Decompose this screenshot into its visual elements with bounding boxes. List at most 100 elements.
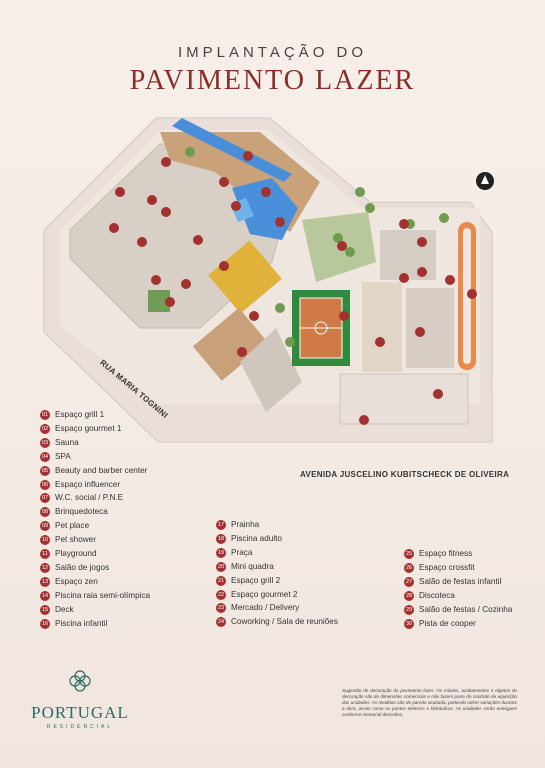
legend-label: Espaço grill 1 (55, 410, 105, 419)
brand-subtitle: RESIDENCIAL (46, 724, 114, 730)
legend-number-badge: 17 (216, 520, 226, 530)
legend-item: 04 SPA (40, 451, 71, 463)
legend-label: Salão de jogos (55, 562, 110, 572)
brand-name: PORTUGAL (31, 703, 129, 722)
legend-number-badge: 04 (40, 451, 50, 462)
southwest-block (240, 328, 302, 412)
legend-label: Salão de festas infantil (419, 576, 502, 586)
legend-label: Brinquedoteca (55, 507, 108, 517)
court-circle (314, 321, 328, 335)
legend-number-badge: 23 (216, 603, 226, 614)
legend-number-badge: 02 (40, 423, 50, 434)
market-block (362, 282, 402, 372)
legend-number-badge: 14 (40, 590, 50, 601)
fitness-block (406, 288, 454, 368)
legend-number-badge: 24 (216, 617, 226, 628)
legend-number-badge: 22 (216, 589, 226, 600)
legend-item: 03 Sauna (40, 437, 79, 449)
legend-label: Prainha (231, 520, 260, 529)
legend-number-badge: 05 (40, 465, 50, 476)
legend-item: 17 Prainha (216, 519, 259, 531)
legend-item: 22 Espaço gourmet 2 (216, 589, 297, 601)
legend-label: Espaço gourmet 2 (231, 589, 298, 599)
legend-item: 12 Salão de jogos (40, 562, 109, 574)
legend-label: Discoteca (419, 590, 455, 600)
legend-number-badge: 12 (40, 562, 50, 573)
legend-number-badge: 28 (404, 590, 414, 601)
legend-number-badge: 18 (216, 533, 226, 544)
legend-item: 29 Salão de festas / Cozinha (404, 604, 512, 616)
playground (208, 240, 282, 314)
legend-item: 14 Piscina raia semi-olímpica (40, 590, 150, 602)
legend-number-badge: 10 (40, 535, 50, 546)
title-line-2: PAVIMENTO LAZER (129, 65, 416, 96)
legend-label: Pista de cooper (419, 618, 476, 628)
legend-item: 13 Espaço zen (40, 576, 98, 588)
page-header: IMPLANTAÇÃO DO PAVIMENTO LAZER (0, 44, 545, 97)
legend-number-badge: 06 (40, 479, 50, 490)
legend-number-badge: 08 (40, 507, 50, 518)
title-line-1: IMPLANTAÇÃO DO (177, 44, 368, 61)
legend-number-badge: 27 (404, 576, 414, 587)
legend-label: Espaço zen (55, 576, 98, 586)
legend-label: Beauty and barber center (55, 465, 148, 475)
legend-item: 24 Coworking / Sala de reuniões (216, 616, 338, 628)
legend-label: Coworking / Sala de reuniões (231, 617, 338, 627)
legend-item: 08 Brinquedoteca (40, 506, 108, 518)
legend-number-badge: 25 (404, 549, 414, 559)
legend-label: Deck (55, 604, 74, 614)
site-plan (43, 117, 493, 443)
legend-number-badge: 03 (40, 437, 50, 448)
legend-label: Pet place (55, 521, 90, 531)
map-markers (109, 151, 477, 425)
legend-label: SPA (55, 451, 71, 461)
legend-label: Espaço gourmet 1 (55, 423, 122, 433)
legend-item: 09 Pet place (40, 520, 89, 532)
cooper-track-inner (463, 228, 471, 364)
disclaimer-text: Sugestão de decoração do pavimento lazer… (342, 688, 517, 717)
legend-label: Piscina raia semi-olímpica (55, 590, 151, 600)
games-room (192, 307, 268, 381)
legend-number-badge: 16 (40, 618, 50, 629)
legend-label: Espaço grill 2 (231, 575, 281, 585)
legend-item: 21 Espaço grill 2 (216, 575, 280, 587)
legend-number-badge: 19 (216, 547, 226, 558)
legend-item: 28 Discoteca (404, 590, 455, 602)
legend-label: Salão de festas / Cozinha (419, 604, 513, 614)
legend-label: Espaço crossfit (419, 562, 475, 572)
legend-label: Sauna (55, 437, 79, 447)
legend-number-badge: 11 (40, 549, 50, 559)
legend-label: Piscina adulto (231, 533, 282, 543)
legend-item: 05 Beauty and barber center (40, 465, 147, 477)
legend-label: Playground (55, 549, 97, 558)
legend-label: W.C. social / P.N.E (55, 493, 124, 503)
legend-item: 30 Pista de cooper (404, 618, 476, 630)
legend-label: Espaço influencer (55, 479, 121, 489)
north-arrow-icon (476, 172, 494, 190)
legend-number-badge: 07 (40, 493, 50, 504)
legend-item: 27 Salão de festas infantil (404, 576, 501, 588)
legend-number-badge: 01 (40, 410, 50, 420)
legend-number-badge: 29 (404, 604, 414, 615)
legend-item: 18 Piscina adulto (216, 533, 282, 545)
lane-pool (172, 118, 292, 182)
legend-number-badge: 15 (40, 604, 50, 615)
legend-number-badge: 21 (216, 575, 226, 586)
brand-emblem-icon (69, 670, 91, 692)
legend-label: Mini quadra (231, 561, 274, 571)
legend-item: 01 Espaço grill 1 (40, 409, 104, 421)
legend-label: Mercado / Delivery (231, 603, 300, 613)
legend-item: 23 Mercado / Delivery (216, 602, 299, 614)
legend-number-badge: 30 (404, 618, 414, 629)
brand-logo: PORTUGAL RESIDENCIAL (30, 668, 130, 730)
legend-number-badge: 13 (40, 576, 50, 587)
gourmet-2-block (380, 230, 436, 280)
legend-number-badge: 09 (40, 521, 50, 532)
pet-place (148, 290, 170, 312)
legend-item: 07 W.C. social / P.N.E (40, 492, 123, 504)
